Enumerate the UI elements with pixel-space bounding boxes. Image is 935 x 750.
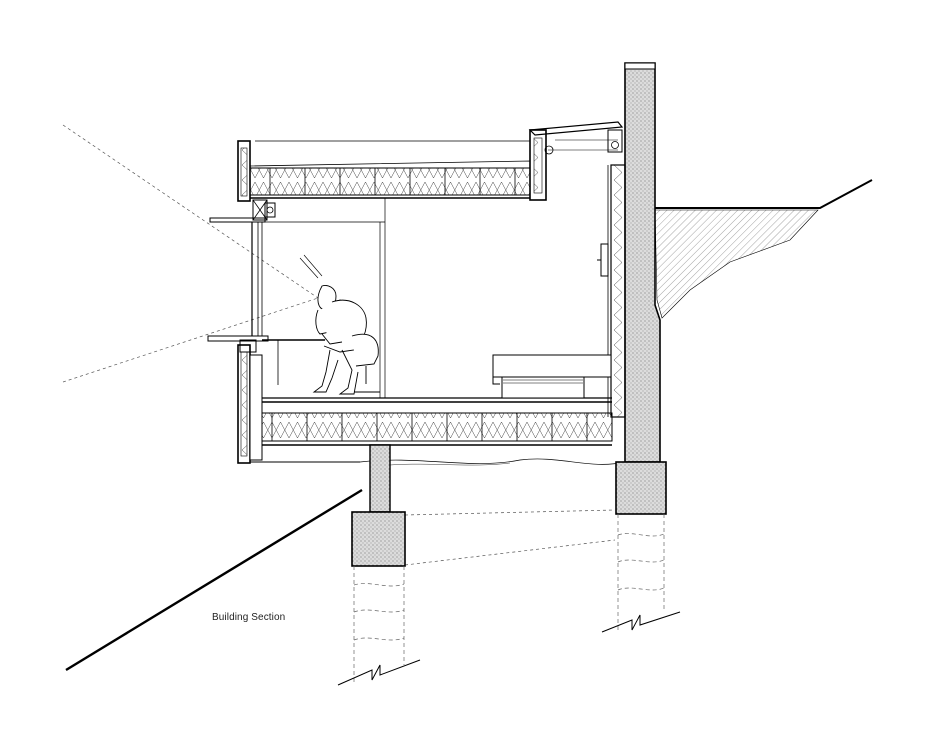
seated-person	[312, 285, 380, 395]
drawing-caption: Building Section	[212, 612, 286, 623]
floor-assembly	[249, 397, 613, 446]
left-pier	[337, 444, 421, 686]
canopy	[528, 121, 624, 153]
footing-dashed-lines	[404, 509, 616, 566]
bed	[492, 354, 612, 399]
window-assembly	[207, 197, 386, 398]
roof-assembly	[237, 129, 554, 202]
ground-slope-line	[65, 488, 363, 672]
retaining-wall	[597, 62, 661, 463]
earth-hatch	[654, 209, 819, 319]
sightline-dashed	[62, 124, 319, 383]
left-wall-lower	[237, 344, 360, 464]
grade-line	[359, 458, 626, 465]
ground-line-right	[655, 179, 873, 209]
right-footing	[601, 461, 681, 633]
